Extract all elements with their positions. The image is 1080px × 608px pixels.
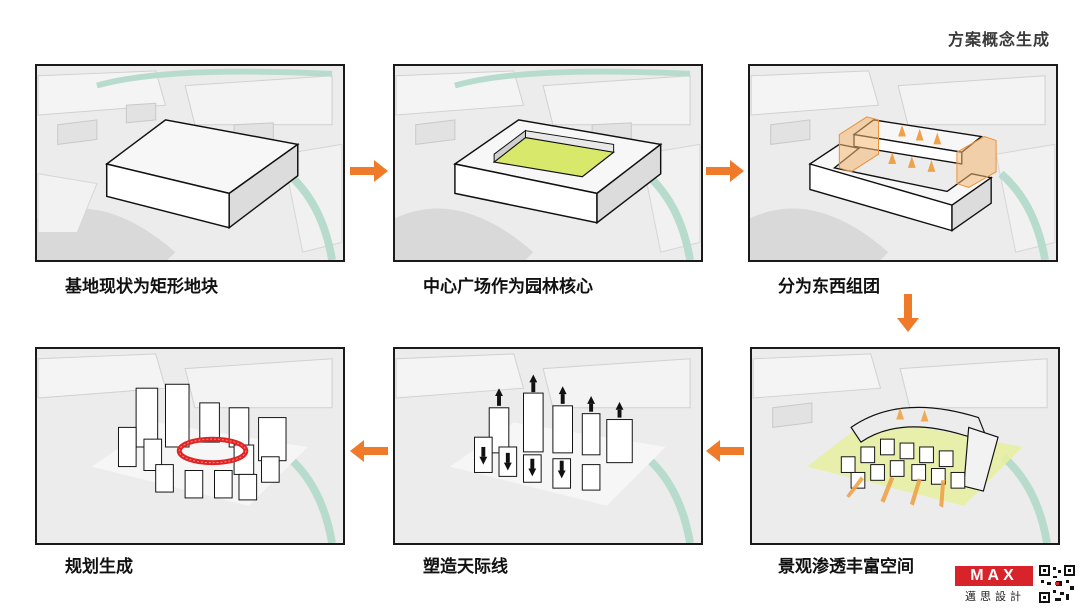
step-5-illustration (395, 349, 700, 543)
brand-logo-subtitle: 邁思設計 (965, 590, 1025, 603)
step-3-panel (748, 64, 1058, 262)
step-5-panel (393, 347, 703, 545)
step-6-panel (35, 347, 345, 545)
arrow-left-icon (706, 440, 744, 462)
step-4-caption: 景观渗透丰富空间 (778, 557, 914, 577)
step-2-caption: 中心广场作为园林核心 (423, 277, 593, 297)
arrow-right-icon (706, 160, 744, 182)
step-1-caption: 基地现状为矩形地块 (65, 277, 218, 297)
qr-code-icon (1038, 564, 1076, 604)
step-1-illustration (37, 66, 343, 260)
arrow-right-icon (350, 160, 388, 182)
step-6-illustration (37, 349, 342, 543)
step-3-caption: 分为东西组团 (778, 277, 880, 297)
step-4-illustration (752, 349, 1057, 543)
step-5-caption: 塑造天际线 (423, 557, 508, 577)
step-2-illustration (395, 66, 701, 260)
page-title: 方案概念生成 (947, 30, 1050, 49)
step-6-caption: 规划生成 (65, 557, 133, 577)
brand-logo-mark: MAX (955, 566, 1033, 586)
step-3-illustration (750, 66, 1056, 260)
step-1-panel (35, 64, 345, 262)
brand-logo: MAX 邁思設計 (955, 566, 1035, 608)
step-2-panel (393, 64, 703, 262)
arrow-left-icon (350, 440, 388, 462)
step-4-panel (750, 347, 1060, 545)
arrow-down-icon (897, 294, 919, 332)
